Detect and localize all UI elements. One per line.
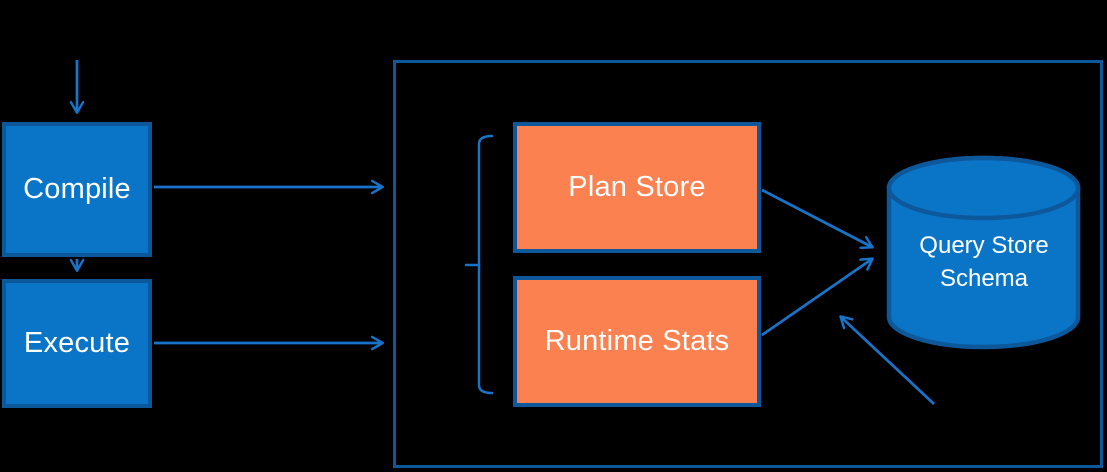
compile-label: Compile: [23, 173, 131, 205]
runtime-stats-node: Runtime Stats: [513, 276, 761, 407]
compile-node: Compile: [2, 122, 152, 257]
plan-store-label: Plan Store: [568, 171, 706, 203]
query-store-schema-node: Query Store Schema: [889, 229, 1079, 295]
arrow-plan-store-to-schema: [761, 188, 874, 250]
query-store-container-box: [393, 60, 1103, 468]
database-cylinder-icon: [886, 155, 1081, 350]
runtime-stats-label: Runtime Stats: [544, 325, 730, 357]
query-store-schema-label-line1: Query Store: [919, 232, 1049, 259]
grouping-bracket: [464, 134, 494, 395]
arrow-external-to-runtime-stats: [839, 315, 935, 406]
query-store-schema-label-line2: Schema: [939, 265, 1029, 292]
plan-store-node: Plan Store: [513, 122, 761, 253]
execute-label: Execute: [23, 327, 131, 359]
arrow-runtime-stats-to-schema: [761, 257, 874, 337]
execute-node: Execute: [2, 279, 152, 408]
